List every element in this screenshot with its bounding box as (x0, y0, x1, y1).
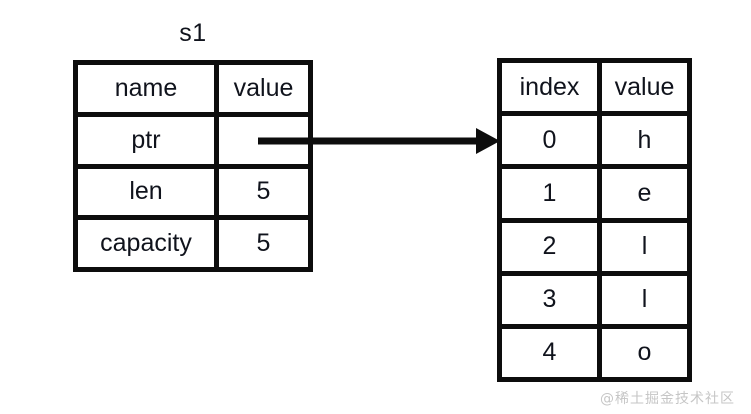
stack-field-ptr-value (219, 117, 308, 164)
heap-header-value: value (614, 72, 675, 101)
heap-value-4: o (637, 338, 652, 367)
table-row: capacity 5 (78, 220, 308, 267)
stack-table-title: s1 (179, 19, 207, 47)
stack-field-len-name: len (78, 168, 219, 216)
table-row: 4 o (502, 328, 687, 378)
heap-buffer-table: index value 0 h 1 e 2 l 3 l 4 o (497, 58, 692, 382)
stack-field-capacity-value: 5 (256, 229, 271, 258)
table-row: 0 h (502, 116, 687, 170)
table-row: 2 l (502, 222, 687, 276)
heap-index-2: 2 (502, 222, 602, 271)
table-row: 3 l (502, 275, 687, 329)
heap-value-1: e (637, 178, 652, 207)
stack-header-value: value (233, 73, 294, 102)
heap-value-3: l (641, 285, 648, 314)
heap-index-0: 0 (502, 116, 602, 165)
heap-value-2: l (641, 232, 648, 261)
table-row: len 5 (78, 168, 308, 221)
heap-value-0: h (637, 125, 652, 154)
table-row: 1 e (502, 169, 687, 223)
stack-header-name: name (78, 65, 219, 112)
stack-struct-table: name value ptr len 5 capacity 5 (73, 60, 313, 272)
stack-field-capacity-name: capacity (78, 220, 219, 267)
heap-index-1: 1 (502, 169, 602, 218)
heap-index-4: 4 (502, 328, 602, 378)
heap-header-index: index (502, 63, 602, 112)
stack-field-ptr-name: ptr (78, 116, 219, 164)
table-row: ptr (78, 116, 308, 169)
table-header-row: index value (502, 63, 687, 117)
watermark: @稀土掘金技术社区 (600, 391, 735, 407)
heap-index-3: 3 (502, 275, 602, 324)
table-header-row: name value (78, 65, 308, 117)
stack-field-len-value: 5 (256, 177, 271, 206)
